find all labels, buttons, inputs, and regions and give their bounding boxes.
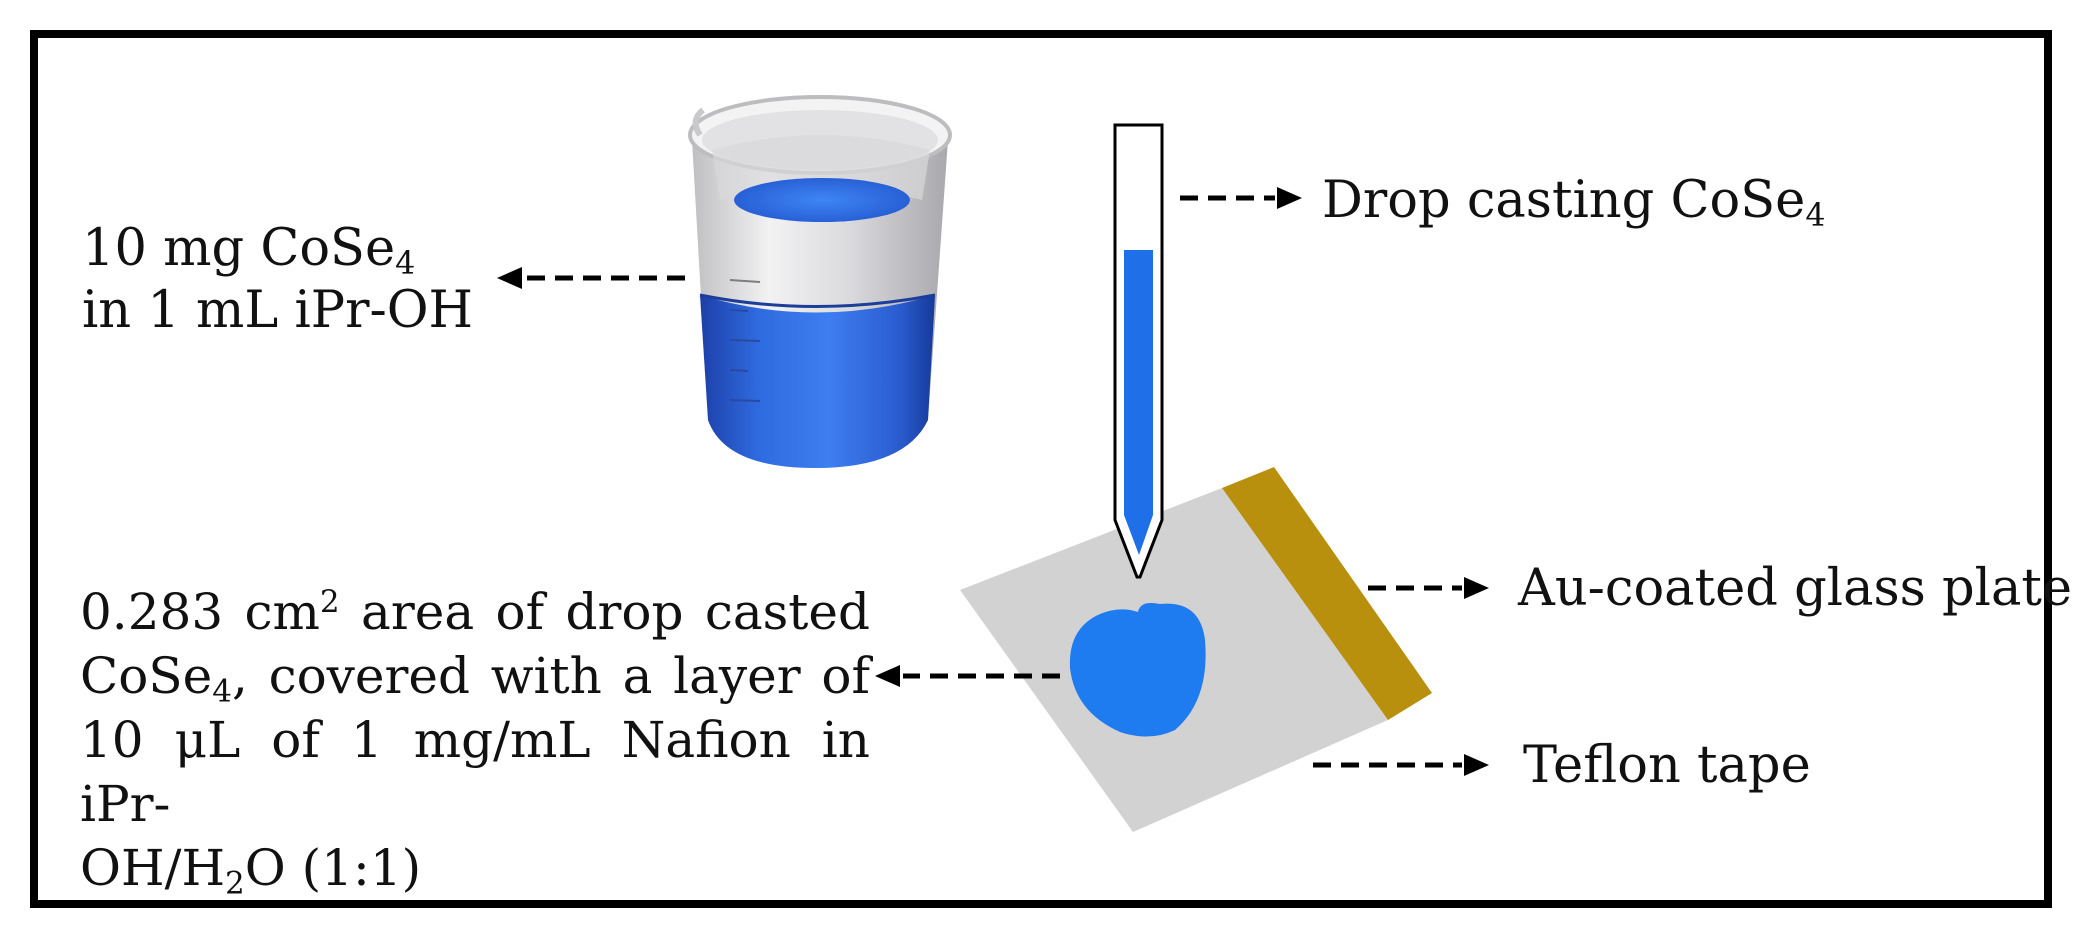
gold-strip-icon xyxy=(1222,467,1432,720)
drop-area-label: 0.283 cm2 area of drop casted CoSe4, cov… xyxy=(80,580,870,900)
beaker-icon xyxy=(688,95,952,468)
drop-area-line4-sub: 2 xyxy=(225,865,245,902)
pipette-label-text: Drop casting CoSe xyxy=(1322,171,1806,230)
arrow-icon xyxy=(1313,754,1489,776)
drop-area-line2-sub: 4 xyxy=(212,673,232,710)
drop-area-line4-b: O (1:1) xyxy=(244,839,422,897)
diagram-frame xyxy=(30,30,2052,908)
drop-area-line3: 10 μL of 1 mg/mL Nafion in iPr- xyxy=(80,711,870,833)
arrow-icon xyxy=(1368,577,1489,599)
pipette-label-subscript: 4 xyxy=(1805,197,1826,234)
plate-label: Au-coated glass plate xyxy=(1518,559,2073,618)
drop-area-line1-b: area of drop casted xyxy=(339,583,870,641)
drop-area-line2: CoSe4, covered with a layer of xyxy=(80,644,870,708)
beaker-label-line2: in 1 mL iPr-OH xyxy=(82,281,473,340)
pipette-label: Drop casting CoSe4 xyxy=(1322,170,1825,232)
drop-area-line4: OH/H2O (1:1) xyxy=(80,836,870,900)
drop-area-line1-a: 0.283 cm xyxy=(80,583,320,641)
arrow-icon xyxy=(1180,187,1302,209)
drop-casted-area-icon xyxy=(1069,603,1206,737)
tape-label: Teflon tape xyxy=(1523,736,1811,795)
drop-area-line2-b: , covered with a layer of xyxy=(231,647,870,705)
pipette-icon xyxy=(1113,123,1164,579)
beaker-label-subscript: 4 xyxy=(395,245,416,282)
drop-area-line4-a: OH/H xyxy=(80,839,226,897)
beaker-label-line1: 10 mg CoSe xyxy=(82,219,396,278)
drop-area-line2-a: CoSe xyxy=(80,647,213,705)
drop-area-line1-sup: 2 xyxy=(319,583,340,620)
arrow-icon xyxy=(875,665,1060,687)
drop-area-line1: 0.283 cm2 area of drop casted xyxy=(80,580,870,644)
beaker-label: 10 mg CoSe4 in 1 mL iPr-OH xyxy=(82,218,473,342)
arrow-icon xyxy=(497,267,685,289)
